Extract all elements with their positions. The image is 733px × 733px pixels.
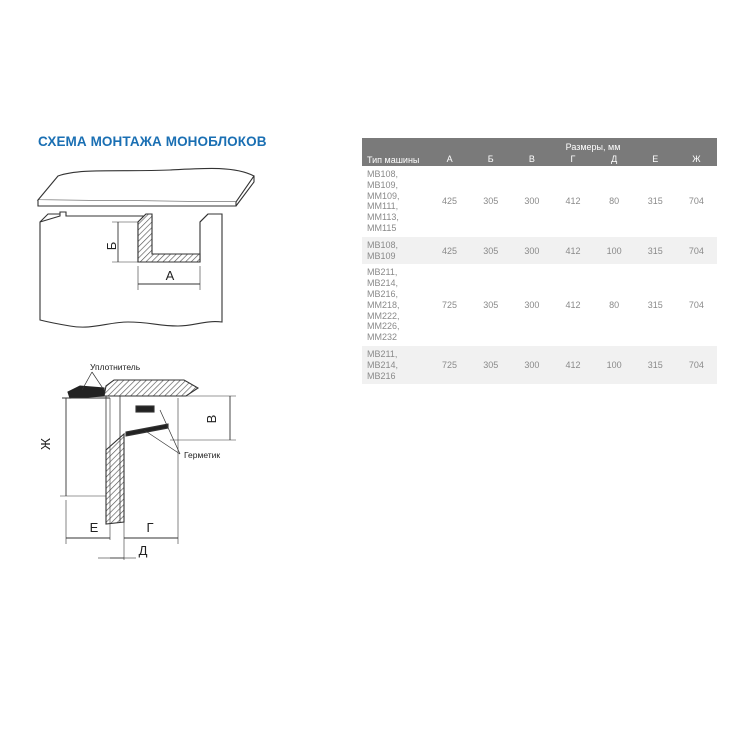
dim-label-a: А	[166, 268, 175, 283]
dim-label-e: Е	[90, 520, 99, 535]
table-cell: 412	[552, 345, 594, 385]
table-cell: 80	[609, 196, 620, 207]
model-name: МВ211,	[367, 348, 398, 359]
table-cell: 315	[647, 196, 663, 207]
model-name: ММ218,	[367, 299, 400, 310]
model-name: ММ109,	[367, 190, 400, 201]
col-header: Г	[552, 152, 594, 166]
model-name: ММ232	[367, 332, 398, 343]
table-cell: 704	[675, 345, 717, 385]
table-cell: 704	[688, 300, 704, 311]
model-name: МВ214,	[367, 359, 399, 370]
table-cell: 725	[442, 300, 458, 311]
model-name: МВ211,	[367, 267, 398, 278]
type-column-header: Тип машины	[362, 138, 429, 166]
model-list: МВ108,МВ109	[362, 236, 429, 265]
model-name: МВ108,	[367, 169, 399, 179]
model-name: МВ108,	[367, 239, 399, 250]
dim-label-b: Б	[104, 242, 119, 251]
model-name: МВ109	[367, 250, 396, 261]
table-cell: 412	[565, 196, 581, 207]
col-header: Е	[634, 152, 676, 166]
table-cell: 305	[483, 300, 499, 311]
table-cell: 305	[483, 196, 499, 207]
table-cell: 315	[647, 300, 663, 311]
table-cell: 425	[429, 236, 471, 265]
top-slab	[36, 167, 255, 203]
table-cell: 300	[524, 300, 540, 311]
table-cell: 305	[470, 236, 512, 265]
table-cell: 315	[634, 345, 676, 385]
table-row: МВ108,МВ109,ММ109,ММ111,ММ113,ММ115 425 30…	[362, 166, 717, 237]
table-cell: 305	[470, 345, 512, 385]
dim-label-v: В	[204, 415, 219, 424]
model-name: МВ214,	[367, 278, 399, 289]
table-cell: 300	[511, 345, 553, 385]
table-cell: 704	[675, 236, 717, 265]
model-name: МВ216	[367, 370, 396, 381]
model-name: ММ111,	[367, 201, 399, 212]
table-cell: 315	[634, 236, 676, 265]
top-diagram	[36, 167, 255, 328]
model-name: ММ113,	[367, 212, 399, 223]
model-name: ММ226,	[367, 321, 400, 332]
table-cell: 100	[593, 345, 635, 385]
table-cell: 425	[442, 196, 458, 207]
sizes-header: Размеры, мм	[429, 138, 717, 152]
table-cell: 412	[565, 300, 581, 311]
sealant-label: Герметик	[184, 450, 220, 460]
table-cell: 300	[524, 196, 540, 207]
col-header: Д	[593, 152, 635, 166]
model-list: МВ211,МВ214,МВ216	[362, 345, 429, 385]
bottom-diagram	[60, 371, 236, 560]
wall-hatch	[105, 432, 125, 525]
insert-hatch	[137, 213, 201, 263]
table-cell: 412	[552, 236, 594, 265]
model-name: ММ222,	[367, 310, 400, 321]
col-header: А	[429, 152, 471, 166]
table-cell: 300	[511, 236, 553, 265]
table-cell: 100	[593, 236, 635, 265]
col-header: Ж	[675, 152, 717, 166]
model-name: МВ109,	[367, 179, 399, 190]
seal-label: Уплотнитель	[90, 362, 141, 372]
col-header: Б	[470, 152, 512, 166]
dimensions-table: Тип машины Размеры, мм А Б В Г Д Е Ж МВ1…	[362, 138, 717, 385]
page-title: СХЕМА МОНТАЖА МОНОБЛОКОВ	[38, 134, 267, 149]
wall-body	[39, 211, 223, 328]
model-list: МВ108,МВ109,ММ109,ММ111,ММ113,ММ115	[362, 166, 429, 237]
model-list: МВ211,МВ214,МВ216,ММ218,ММ222,ММ226,ММ23…	[362, 264, 429, 346]
dim-label-d: Д	[139, 543, 148, 558]
dim-label-g: Г	[146, 520, 153, 535]
table-row: МВ211,МВ214,МВ216,ММ218,ММ222,ММ226,ММ23…	[362, 264, 717, 346]
table-cell: 725	[429, 345, 471, 385]
model-name: ММ115	[367, 222, 397, 233]
table-cell: 80	[609, 300, 620, 311]
table-cell: 704	[688, 196, 704, 207]
dim-label-zh: Ж	[38, 438, 53, 450]
col-header: В	[511, 152, 553, 166]
model-name: МВ216,	[367, 288, 399, 299]
bottom-slab	[103, 379, 200, 397]
